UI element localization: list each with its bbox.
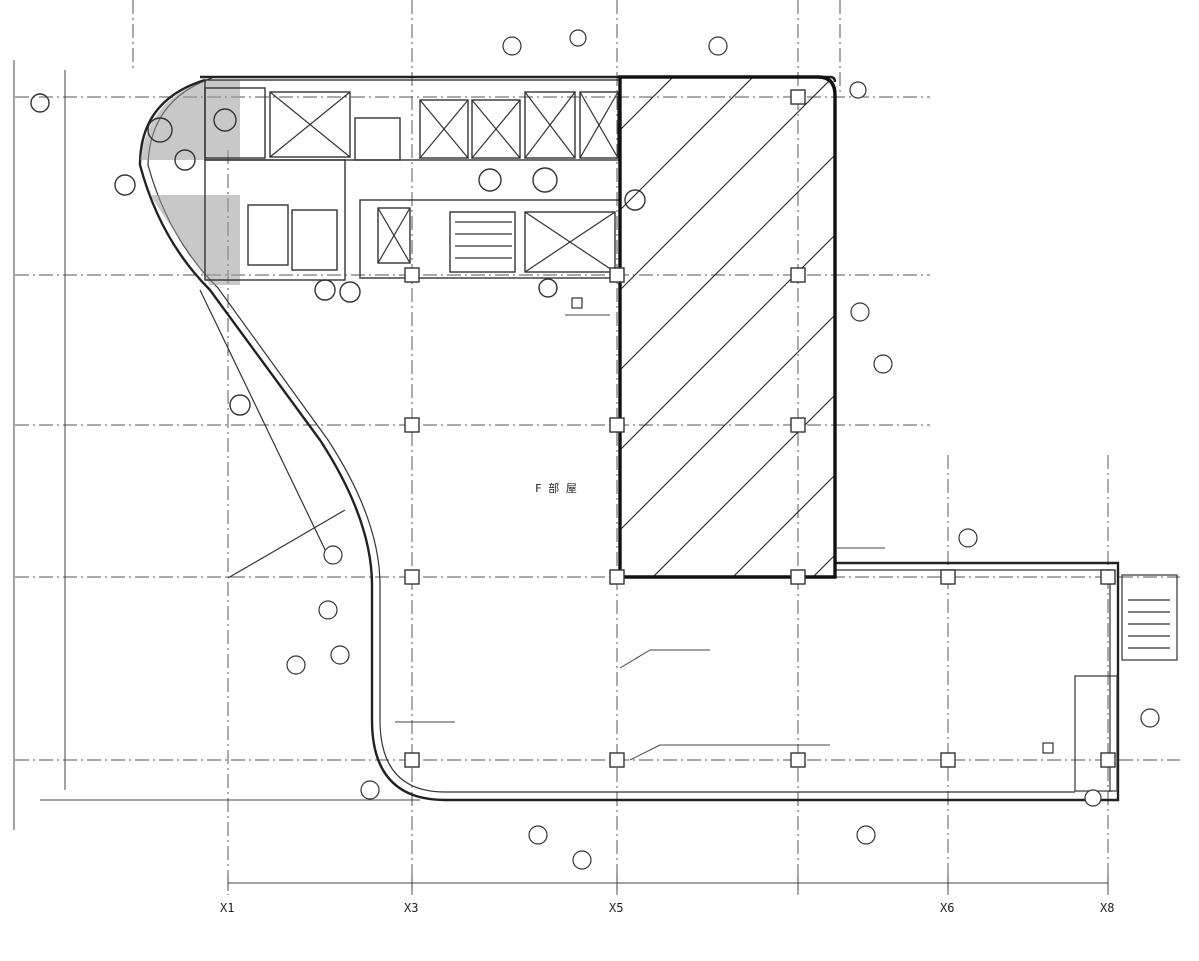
building-outline [138, 75, 1178, 802]
grid-label-x6: X6 [940, 901, 954, 915]
grid-label-x3: X3 [404, 901, 418, 915]
grid-lines [13, 0, 1180, 895]
core-service-area [30, 79, 646, 416]
grid-label-x5: X5 [609, 901, 623, 915]
bottom-dimension-line [40, 799, 1109, 891]
callout-bubbles [286, 29, 1160, 870]
leader-lines [395, 297, 1054, 761]
hatched-area [618, 75, 837, 579]
room-label-center: F 部 屋 [535, 481, 577, 495]
grid-label-x8: X8 [1100, 901, 1114, 915]
structural-columns [404, 89, 1116, 768]
grid-label-x1: X1 [220, 901, 234, 915]
